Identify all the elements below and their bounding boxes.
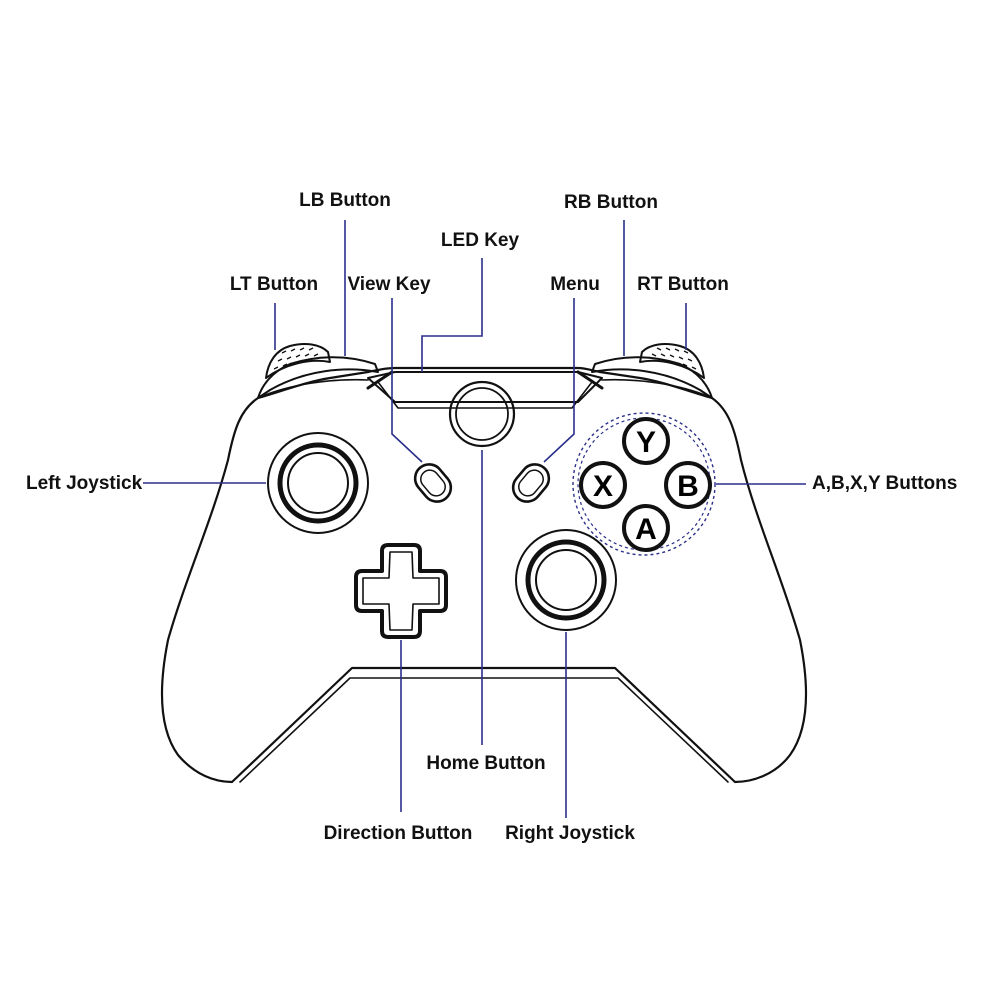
label-rb-button: RB Button — [564, 192, 658, 213]
label-home-button: Home Button — [426, 753, 545, 774]
b-button[interactable]: B — [664, 461, 712, 509]
b-button-label: B — [677, 470, 699, 503]
y-button-label: Y — [636, 426, 656, 459]
label-left-joystick: Left Joystick — [26, 473, 143, 494]
a-button-label: A — [635, 513, 657, 546]
controller-body — [160, 366, 808, 784]
label-right-joystick: Right Joystick — [505, 823, 635, 844]
label-menu: Menu — [550, 274, 600, 295]
label-abxy-buttons: A,B,X,Y Buttons — [812, 473, 957, 494]
direction-pad[interactable] — [354, 543, 448, 639]
y-button[interactable]: Y — [622, 417, 670, 465]
x-button[interactable]: X — [579, 461, 627, 509]
top-panel — [366, 370, 604, 409]
leader-menu — [543, 298, 575, 463]
menu-key[interactable] — [507, 459, 554, 508]
left-joystick[interactable] — [267, 432, 369, 534]
callout-labels: LB Button RB Button LED Key LT Button Vi… — [26, 190, 957, 844]
label-led-key: LED Key — [441, 230, 520, 251]
left-trigger — [265, 343, 331, 379]
label-rt-button: RT Button — [637, 274, 729, 295]
leader-led — [421, 258, 483, 372]
a-button[interactable]: A — [622, 504, 670, 552]
home-button[interactable] — [448, 380, 516, 448]
right-joystick[interactable] — [515, 529, 617, 631]
leader-view — [391, 298, 423, 463]
label-view-key: View Key — [347, 274, 431, 295]
leader-lines — [143, 220, 806, 818]
right-bumper — [591, 356, 713, 399]
view-key[interactable] — [409, 459, 456, 508]
label-lb-button: LB Button — [299, 190, 391, 211]
left-bumper — [257, 356, 379, 399]
label-lt-button: LT Button — [230, 274, 318, 295]
right-trigger — [639, 343, 705, 379]
label-direction-button: Direction Button — [324, 823, 473, 844]
x-button-label: X — [593, 470, 613, 503]
